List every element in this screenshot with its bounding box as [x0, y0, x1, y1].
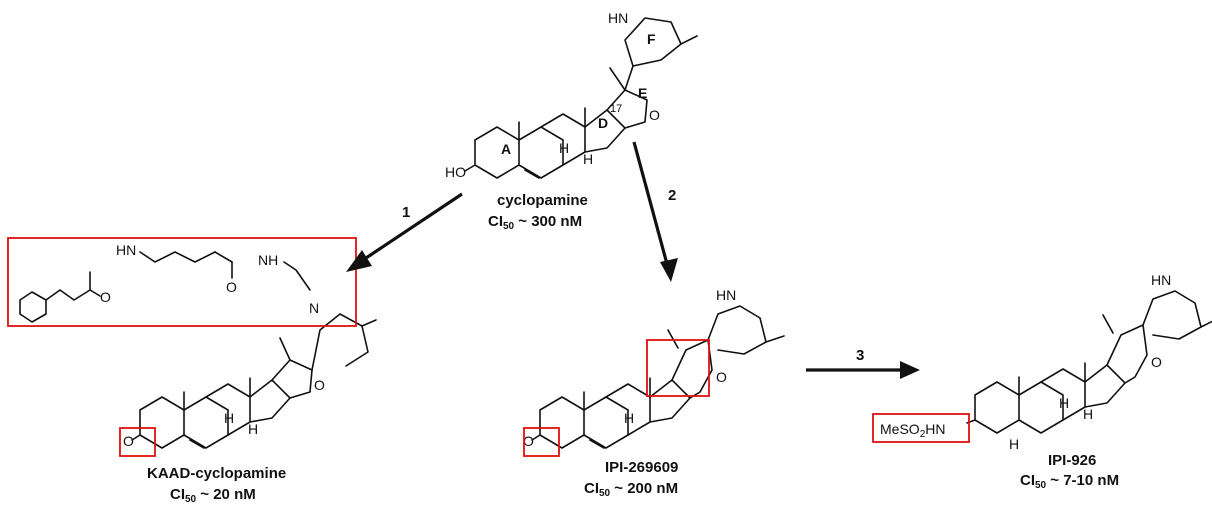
highlight-enone — [523, 427, 560, 457]
amine-label: HN — [608, 10, 628, 26]
arrow-step-3 — [806, 361, 920, 379]
hydrogen-label: H — [624, 410, 634, 426]
arrow-step-1 — [346, 192, 463, 272]
carbonyl-oxygen-label: O — [123, 433, 134, 449]
amide-nh-label: HN — [116, 242, 136, 258]
mesyl-amide-label: MeSO2HN — [880, 421, 945, 440]
kaad-cyclopamine-structure: O H H O N — [123, 300, 377, 449]
ic50-kaad: CI50 ~ 20 nM — [170, 486, 256, 505]
step-label-1: 1 — [402, 204, 410, 221]
amide-oxygen-label: O — [226, 279, 237, 295]
oxygen-label: O — [716, 369, 727, 385]
highlight-side-chain — [7, 237, 357, 327]
compound-name-ipi-926: IPI-926 — [1048, 452, 1096, 469]
compound-name-ipi-269609: IPI-269609 — [605, 459, 678, 476]
ic50-cyclopamine: CI50 ~ 300 nM — [488, 213, 582, 232]
hydroxyl-label: HO — [445, 164, 466, 180]
amide-oxygen-label: O — [100, 289, 111, 305]
hydrogen-label: H — [1083, 406, 1093, 422]
ic50-ipi-926: CI50 ~ 7-10 nM — [1020, 472, 1119, 491]
hydrogen-label: H — [248, 421, 258, 437]
hydrogen-label: H — [1059, 395, 1069, 411]
c17-label: 17 — [610, 103, 622, 115]
kaad-side-chain: O HN O NH — [19, 242, 311, 323]
hydrogen-label: H — [1009, 436, 1019, 452]
cyclopamine-structure: HO A H H D 17 E O HN F — [445, 10, 698, 180]
step-label-2: 2 — [668, 187, 676, 204]
tertiary-amine-label: N — [309, 300, 319, 316]
compound-name-cyclopamine: cyclopamine — [497, 192, 588, 209]
ring-f-label: F — [647, 31, 656, 47]
hydrogen-label: H — [224, 410, 234, 426]
oxygen-label: O — [649, 107, 660, 123]
ic50-ipi-269609: CI50 ~ 200 nM — [584, 480, 678, 499]
step-label-3: 3 — [856, 347, 864, 364]
amine-label: HN — [1151, 272, 1171, 288]
oxygen-label: O — [314, 377, 325, 393]
ipi-926-structure: H H H O HN — [966, 272, 1212, 452]
highlight-seven-ring — [646, 339, 710, 397]
ring-e-label: E — [638, 85, 647, 101]
hydrogen-label: H — [583, 151, 593, 167]
ipi-269609-structure: O H O HN — [523, 287, 785, 449]
oxygen-label: O — [1151, 354, 1162, 370]
arrow-step-2 — [632, 141, 678, 282]
amine-label: HN — [716, 287, 736, 303]
ring-a-label: A — [501, 141, 511, 157]
carbonyl-oxygen-label: O — [523, 433, 534, 449]
highlight-ketone — [119, 427, 156, 457]
hydrogen-label: H — [559, 140, 569, 156]
compound-name-kaad: KAAD-cyclopamine — [147, 465, 286, 482]
amide-nh-label: NH — [258, 252, 278, 268]
ring-d-label: D — [598, 115, 608, 131]
highlight-sulfonamide — [872, 413, 970, 443]
